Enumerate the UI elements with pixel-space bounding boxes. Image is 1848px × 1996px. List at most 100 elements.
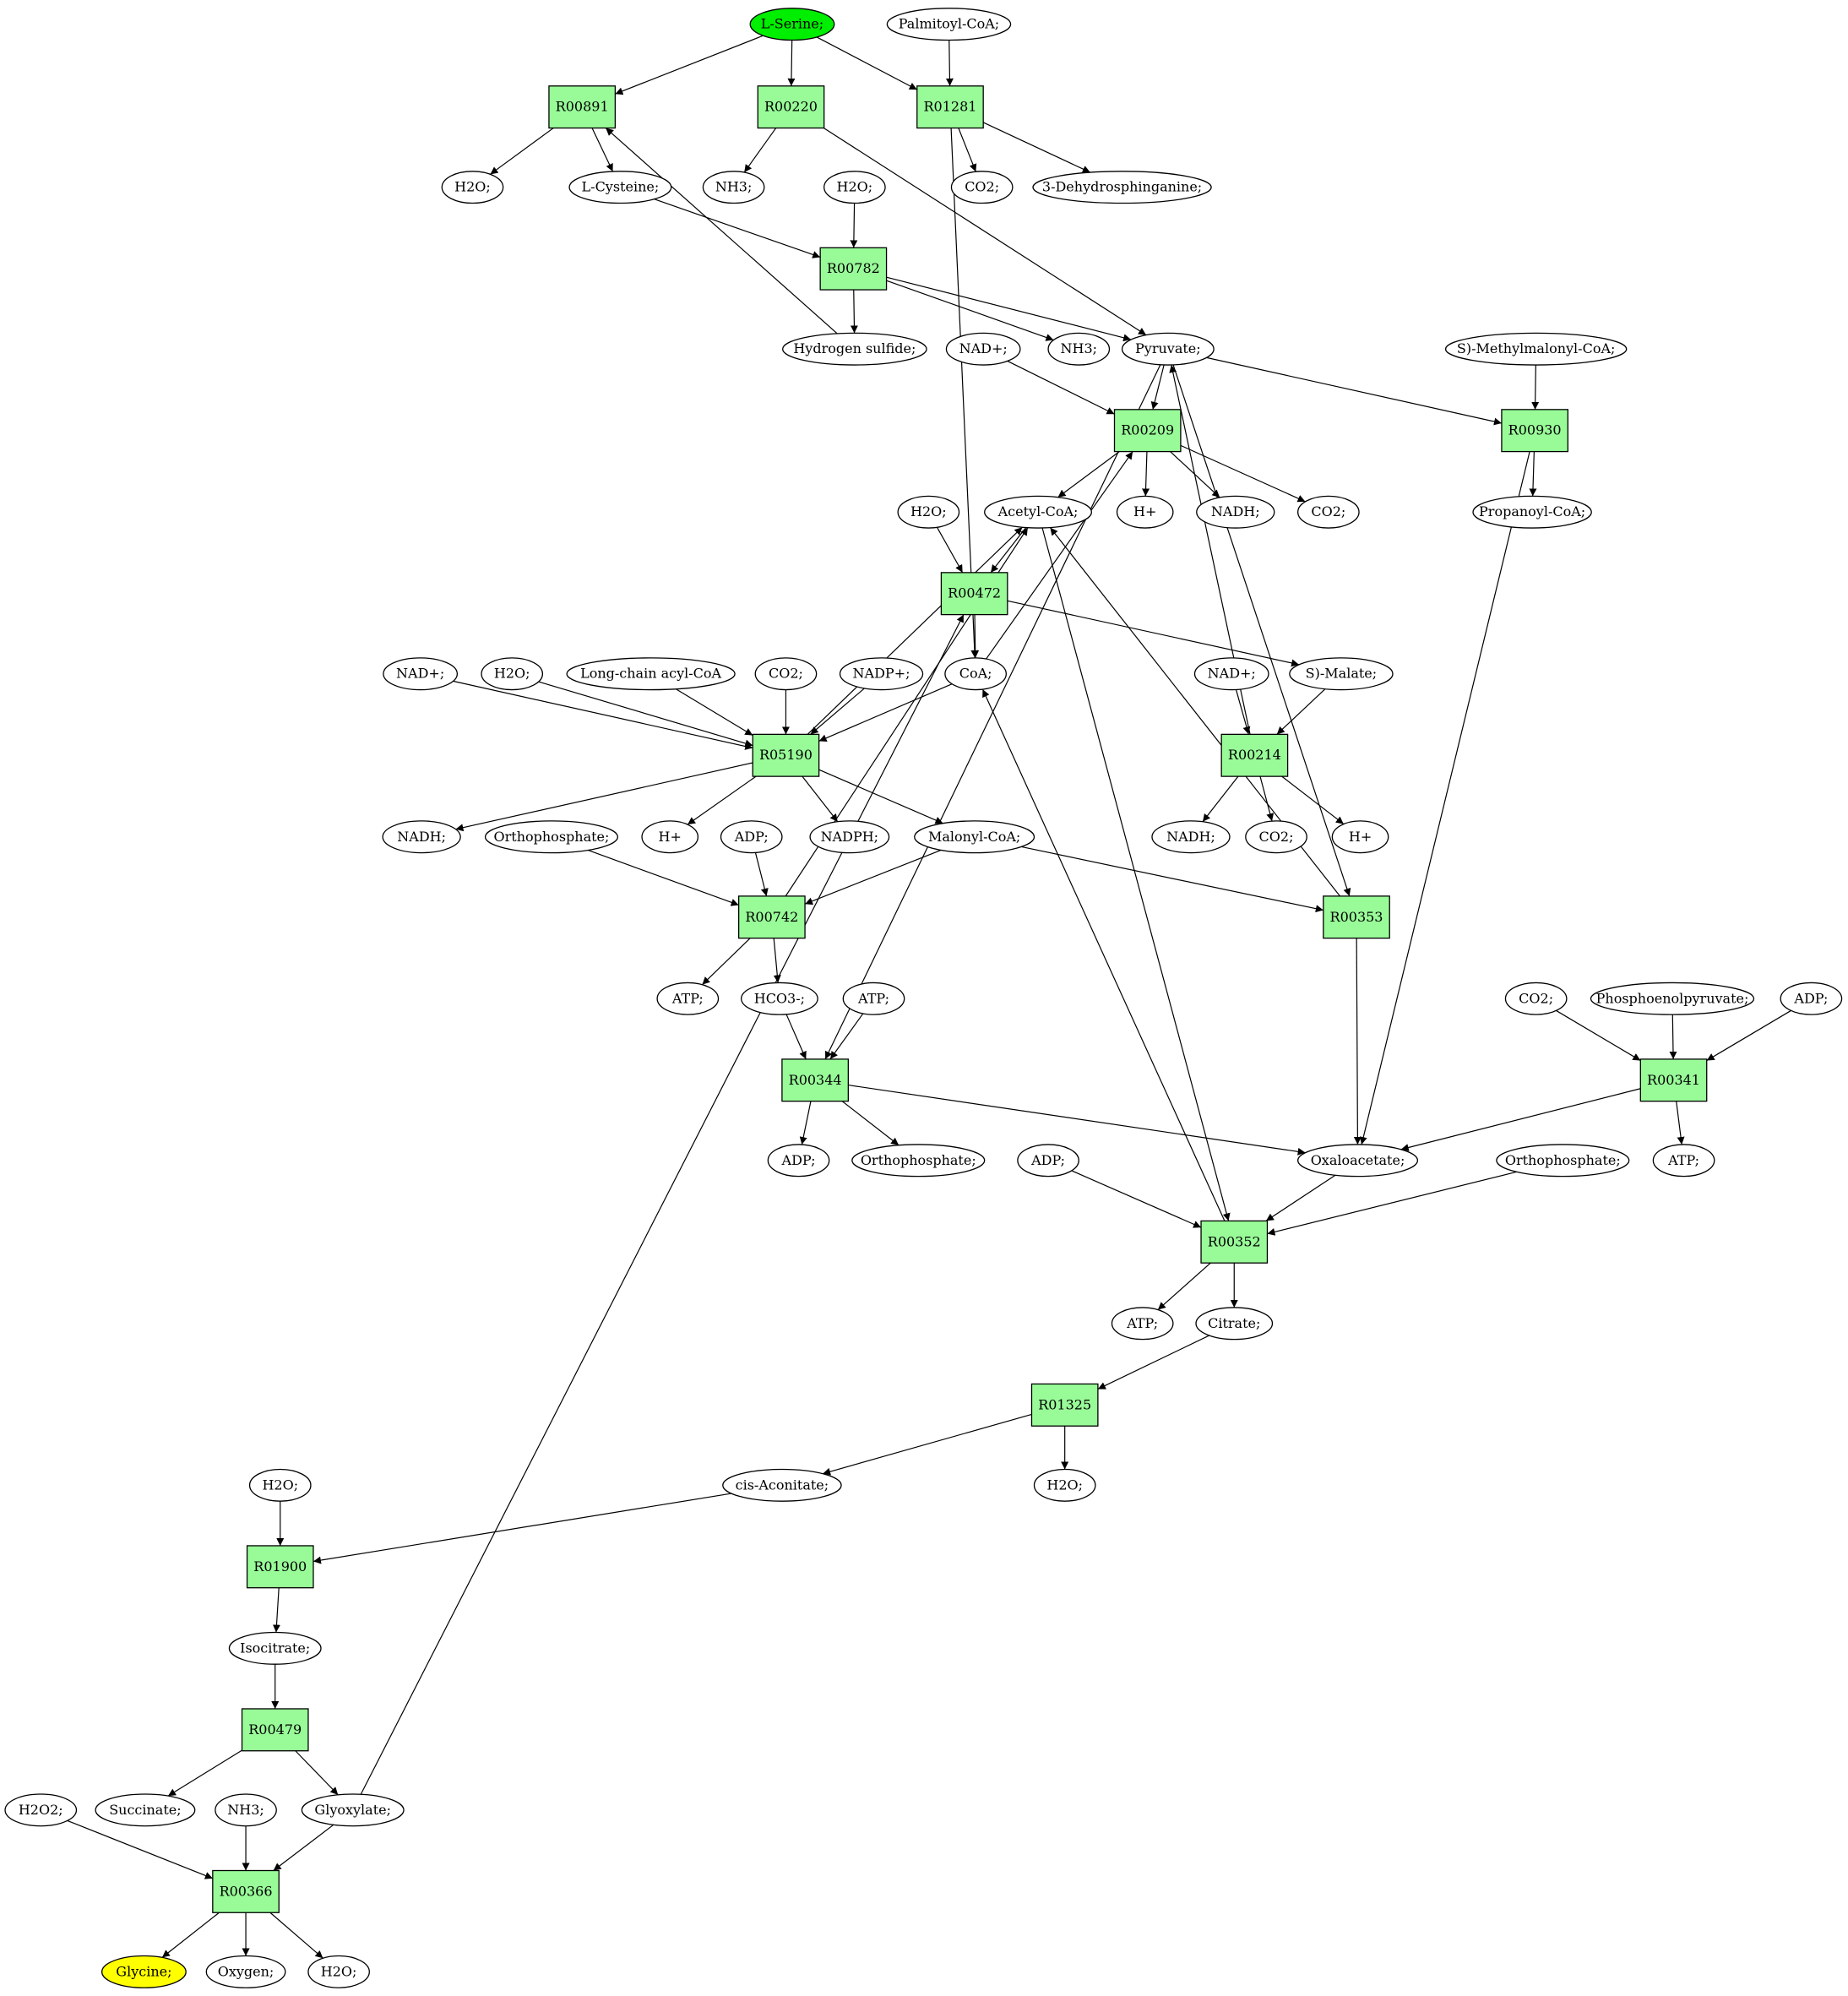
metabolite-atp_1: ATP; bbox=[656, 982, 720, 1015]
edge-R00782-to-nh3_2 bbox=[886, 280, 1054, 341]
metabolite-label: NH3; bbox=[227, 1802, 264, 1818]
metabolite-shape bbox=[1297, 1144, 1419, 1177]
edge-R05190-to-acetylcoa bbox=[807, 526, 1023, 735]
metabolite-acetylcoa: Acetyl-CoA; bbox=[984, 495, 1093, 529]
metabolite-label: L-Serine; bbox=[761, 16, 823, 32]
metabolite-label: ATP; bbox=[1126, 1315, 1158, 1331]
reaction-box bbox=[1501, 409, 1568, 453]
edge-R00352-to-coa bbox=[981, 688, 1226, 1221]
metabolite-h2o_4: H2O; bbox=[481, 657, 544, 691]
metabolite-h2o_1: H2O; bbox=[441, 171, 504, 204]
metabolite-label: Long-chain acyl-CoA bbox=[580, 666, 721, 682]
metabolite-shape bbox=[441, 171, 504, 204]
metabolite-shape bbox=[1017, 1144, 1079, 1177]
metabolite-shape bbox=[1245, 820, 1307, 854]
reaction-R01325: R01325 bbox=[1030, 1383, 1099, 1427]
metabolite-shape bbox=[839, 657, 924, 691]
edge-R00214-to-co2_4 bbox=[1259, 775, 1275, 822]
edge-acetylcoa-to-R00352 bbox=[1041, 527, 1231, 1221]
metabolite-label: L-Cysteine; bbox=[582, 179, 660, 195]
edge-orthop_3-to-R00352 bbox=[1267, 1171, 1517, 1236]
reaction-R00353: R00353 bbox=[1323, 895, 1390, 939]
edge-R00214-to-nadh_3 bbox=[1202, 775, 1239, 823]
reaction-box bbox=[1200, 1220, 1269, 1264]
metabolite-label: Hydrogen sulfide; bbox=[793, 340, 916, 356]
metabolite-label: CoA; bbox=[959, 666, 992, 682]
edge-glyoxylate-to-R00472 bbox=[360, 614, 965, 1795]
edge-R00344-to-oxaloacetate bbox=[848, 1084, 1306, 1156]
metabolite-label: Citrate; bbox=[1208, 1315, 1260, 1331]
metabolite-label: CO2; bbox=[1311, 503, 1345, 519]
edge-R05190-to-malonyl bbox=[818, 769, 943, 824]
edge-R00891-to-h2o_1 bbox=[490, 128, 554, 175]
metabolite-shape bbox=[1496, 1144, 1630, 1177]
metabolite-adp_1: ADP; bbox=[720, 820, 783, 854]
reaction-box bbox=[1220, 733, 1289, 777]
metabolite-label: Acetyl-CoA; bbox=[997, 503, 1079, 519]
edge-pyruvate-to-R00209 bbox=[1150, 364, 1165, 410]
metabolite-atp_2: ATP; bbox=[842, 982, 905, 1015]
metabolite-orthop_1: Orthophosphate; bbox=[484, 820, 619, 854]
metabolite-label: ADP; bbox=[1030, 1152, 1065, 1168]
edge-R00220-to-pyruvate bbox=[823, 128, 1147, 336]
metabolite-label: CO2; bbox=[1519, 990, 1553, 1006]
reaction-R00220: R00220 bbox=[757, 85, 825, 129]
metabolite-label: Oxygen; bbox=[218, 1963, 274, 1979]
metabolite-label: Isocitrate; bbox=[240, 1640, 310, 1656]
reaction-label: R00352 bbox=[1208, 1233, 1261, 1249]
metabolite-palmitoyl: Palmitoyl-CoA; bbox=[886, 8, 1012, 41]
metabolite-atp_4: ATP; bbox=[1111, 1307, 1174, 1341]
metabolite-co2_4: CO2; bbox=[1245, 820, 1307, 854]
reaction-label: R01281 bbox=[923, 99, 976, 115]
metabolite-nad_3: NAD+; bbox=[1193, 657, 1269, 691]
reaction-box bbox=[241, 1708, 309, 1752]
edge-R00366-to-glycine bbox=[161, 1912, 220, 1958]
metabolite-citrate: Citrate; bbox=[1195, 1307, 1274, 1341]
metabolite-shape bbox=[205, 1955, 286, 1988]
edge-adp_4-to-R00352 bbox=[1071, 1170, 1202, 1228]
reaction-label: R00353 bbox=[1330, 909, 1383, 925]
metabolite-shape bbox=[1297, 495, 1360, 529]
metabolite-label: Palmitoyl-CoA; bbox=[899, 16, 999, 32]
reaction-R00344: R00344 bbox=[781, 1058, 849, 1102]
metabolite-shape bbox=[1444, 332, 1628, 366]
metabolite-nadh_1: NADH; bbox=[1196, 495, 1275, 529]
edge-R00209-to-acetylcoa bbox=[1057, 451, 1120, 498]
edge-h2o_4-to-R05190 bbox=[538, 681, 753, 748]
metabolite-propanoyl: Propanoyl-CoA; bbox=[1472, 495, 1592, 529]
metabolite-label: CO2; bbox=[965, 179, 999, 195]
edge-adp_1-to-R00742 bbox=[754, 852, 769, 897]
reaction-label: R00742 bbox=[745, 909, 798, 925]
metabolite-label: H2O; bbox=[262, 1477, 298, 1493]
edge-R00742-to-atp_1 bbox=[702, 938, 751, 986]
metabolite-shape bbox=[1652, 1144, 1715, 1177]
edge-R00341-to-oxaloacetate bbox=[1400, 1088, 1641, 1151]
edge-R01900-to-isocitrate bbox=[272, 1587, 280, 1633]
metabolite-shape bbox=[1590, 982, 1755, 1015]
edge-serine-to-R00891 bbox=[615, 35, 764, 95]
metabolite-shape bbox=[566, 657, 736, 691]
edge-h2o_2-to-R00782 bbox=[850, 203, 858, 248]
edge-malate-to-R00214 bbox=[1276, 688, 1326, 735]
metabolite-isocitrate: Isocitrate; bbox=[228, 1631, 322, 1665]
metabolite-nadp_1: NAD+; bbox=[945, 332, 1021, 366]
metabolite-shape bbox=[754, 657, 818, 691]
metabolite-label: Malonyl-CoA; bbox=[928, 829, 1020, 845]
metabolite-shape bbox=[1195, 1307, 1274, 1341]
metabolite-cisaconitate: cis-Aconitate; bbox=[722, 1468, 842, 1502]
reaction-box bbox=[212, 1869, 280, 1913]
edge-R00930-to-oxaloacetate bbox=[1359, 451, 1530, 1145]
metabolite-nad_2: NAD+; bbox=[383, 657, 459, 691]
metabolite-longchain: Long-chain acyl-CoA bbox=[566, 657, 736, 691]
metabolite-nadh_3: NADH; bbox=[1151, 820, 1231, 854]
reaction-R00214: R00214 bbox=[1220, 733, 1289, 777]
edge-R01281-to-coa bbox=[950, 128, 979, 658]
reaction-R00479: R00479 bbox=[241, 1708, 309, 1752]
edge-cysteine-to-R00782 bbox=[654, 199, 821, 258]
edge-pyruvate-to-R00353 bbox=[1172, 364, 1351, 897]
edge-R01281-to-dehydrosph bbox=[982, 122, 1091, 173]
reaction-label: R00479 bbox=[248, 1721, 302, 1738]
metabolite-shape bbox=[228, 1631, 322, 1665]
metabolite-shape bbox=[568, 171, 672, 204]
